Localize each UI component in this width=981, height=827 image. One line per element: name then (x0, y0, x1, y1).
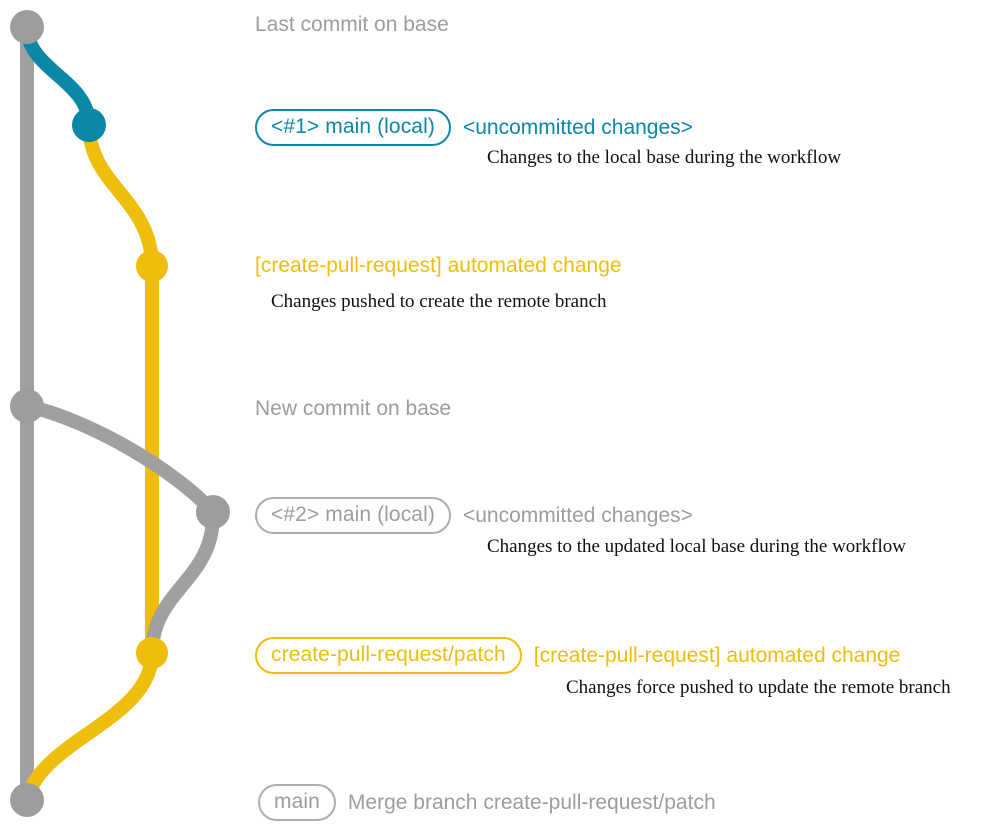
commit-row-new-commit-on-base: New commit on base (255, 398, 451, 419)
branch-badge-main-local-2[interactable]: <#2> main (local) (255, 497, 451, 534)
branch-badge-main-local-1[interactable]: <#1> main (local) (255, 109, 451, 146)
commit-row-automated-change-2: create-pull-request/patch [create-pull-r… (255, 637, 900, 674)
branch-badge-create-pull-request-patch[interactable]: create-pull-request/patch (255, 637, 522, 674)
node-local-commit-1[interactable] (72, 108, 106, 142)
edge-patch2-to-merge (20, 646, 159, 807)
commit-row-automated-change-1: [create-pull-request] automated change (255, 255, 622, 276)
edge-base2-to-local2 (20, 399, 220, 519)
edge-base-to-local1 (20, 20, 96, 132)
commit-note-local-commit-2: Changes to the updated local base during… (487, 536, 906, 557)
edge-local1-to-patch1 (82, 118, 159, 273)
node-last-commit-on-base[interactable] (10, 10, 44, 44)
commit-row-merge-commit: main Merge branch create-pull-request/pa… (258, 784, 716, 821)
commit-subject: Last commit on base (255, 13, 449, 36)
node-new-commit-on-base[interactable] (10, 389, 44, 423)
node-local-commit-2[interactable] (196, 495, 230, 529)
commit-row-local-commit-2: <#2> main (local) <uncommitted changes> (255, 497, 693, 534)
node-merge-commit[interactable] (10, 783, 44, 817)
branch-badge-main[interactable]: main (258, 784, 336, 821)
commit-subject: <uncommitted changes> (462, 116, 693, 139)
commit-subject: <uncommitted changes> (462, 504, 693, 527)
commit-subject: New commit on base (255, 397, 452, 420)
commit-subject: [create-pull-request] automated change (255, 254, 622, 277)
commit-row-local-commit-1: <#1> main (local) <uncommitted changes> (255, 109, 693, 146)
commit-note-automated-change-1: Changes pushed to create the remote bran… (271, 291, 607, 312)
node-automated-change-2[interactable] (136, 637, 168, 669)
commit-row-last-commit-on-base: Last commit on base (255, 14, 449, 35)
commit-note-automated-change-2: Changes force pushed to update the remot… (566, 677, 951, 698)
edge-local2-to-patch2 (145, 505, 221, 660)
node-automated-change-1[interactable] (136, 250, 168, 282)
commit-note-local-commit-1: Changes to the local base during the wor… (487, 147, 842, 168)
commit-subject: Merge branch create-pull-request/patch (347, 791, 716, 814)
commit-subject: [create-pull-request] automated change (533, 644, 901, 667)
